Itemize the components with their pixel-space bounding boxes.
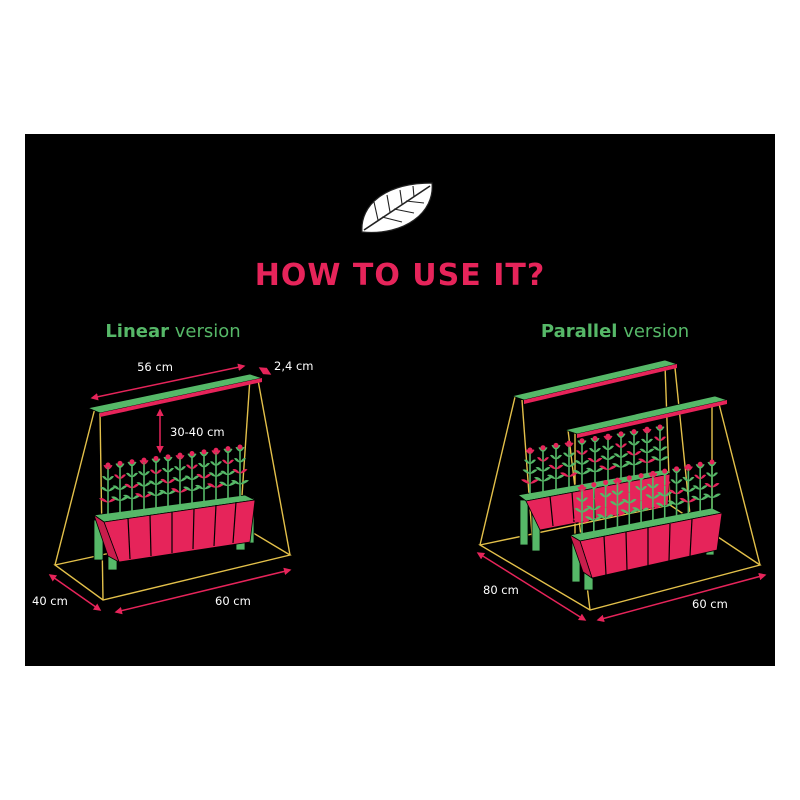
plant-icon (123, 459, 141, 512)
leaf-icon (361, 182, 433, 234)
plant-icon (219, 446, 237, 499)
plant-icon (547, 442, 565, 491)
plant-icon (608, 477, 627, 529)
plant-icon (625, 429, 643, 477)
linear-depth-label: 40 cm (32, 594, 68, 608)
plant-icon (584, 482, 603, 533)
parallel-back-bar (510, 359, 679, 404)
plant-icon (703, 459, 721, 510)
plant-icon (195, 449, 213, 502)
linear-width-label: 60 cm (215, 594, 251, 608)
bar-length-arrow (90, 363, 246, 401)
linear-plants (99, 444, 249, 515)
plant-icon (560, 440, 578, 489)
depth-arrow (48, 574, 102, 611)
parallel-back-plants (521, 424, 669, 495)
width-arrow (114, 567, 292, 615)
parallel-version-suffix: version (617, 321, 689, 342)
plant-icon (599, 433, 617, 482)
plant-icon (632, 473, 651, 524)
plant-icon (207, 447, 225, 501)
linear-planter (92, 494, 257, 563)
plant-icon (111, 460, 129, 514)
parallel-version-name: Parallel (541, 321, 618, 342)
parallel-width-label: 60 cm (692, 597, 728, 611)
plant-icon (679, 464, 698, 515)
parallel-dimension-arrows (476, 552, 767, 623)
plant-icon (534, 445, 552, 493)
page-title: HOW TO USE IT? (255, 258, 546, 293)
linear-bar-length-label: 56 cm (137, 360, 173, 374)
plant-icon (135, 457, 153, 511)
plant-icon (691, 461, 710, 513)
plant-icon (573, 484, 591, 535)
plant-icon (596, 479, 615, 531)
parallel-front-plants (573, 459, 721, 535)
plant-icon (612, 431, 630, 479)
plant-icon (620, 475, 639, 526)
plant-icon (651, 424, 669, 472)
plant-icon (586, 436, 604, 484)
parallel-front-bar (563, 395, 729, 438)
parallel-depth-label: 80 cm (483, 583, 519, 597)
parallel-version-heading: Parallel version (541, 321, 689, 342)
parallel-width-arrow (596, 572, 767, 623)
plant-icon (655, 468, 674, 520)
parallel-diagram: 80 cm 60 cm (476, 359, 767, 623)
plant-icon (643, 470, 662, 522)
linear-dimension-arrows (48, 363, 292, 615)
linear-hang-height-label: 30-40 cm (170, 425, 225, 439)
linear-version-suffix: version (169, 321, 241, 342)
parallel-depth-arrow (476, 552, 587, 621)
linear-version-heading: Linear version (105, 321, 240, 342)
plant-icon (573, 438, 591, 486)
linear-diagram: 56 cm 2,4 cm 30-40 cm 40 cm 60 cm (32, 359, 313, 615)
plant-icon (638, 426, 656, 475)
plant-icon (521, 447, 539, 495)
plant-icon (231, 444, 249, 497)
plant-icon (667, 466, 686, 517)
bar-thickness-arrow (258, 367, 272, 375)
linear-bar-thickness-label: 2,4 cm (274, 359, 313, 373)
linear-version-name: Linear (105, 321, 169, 342)
